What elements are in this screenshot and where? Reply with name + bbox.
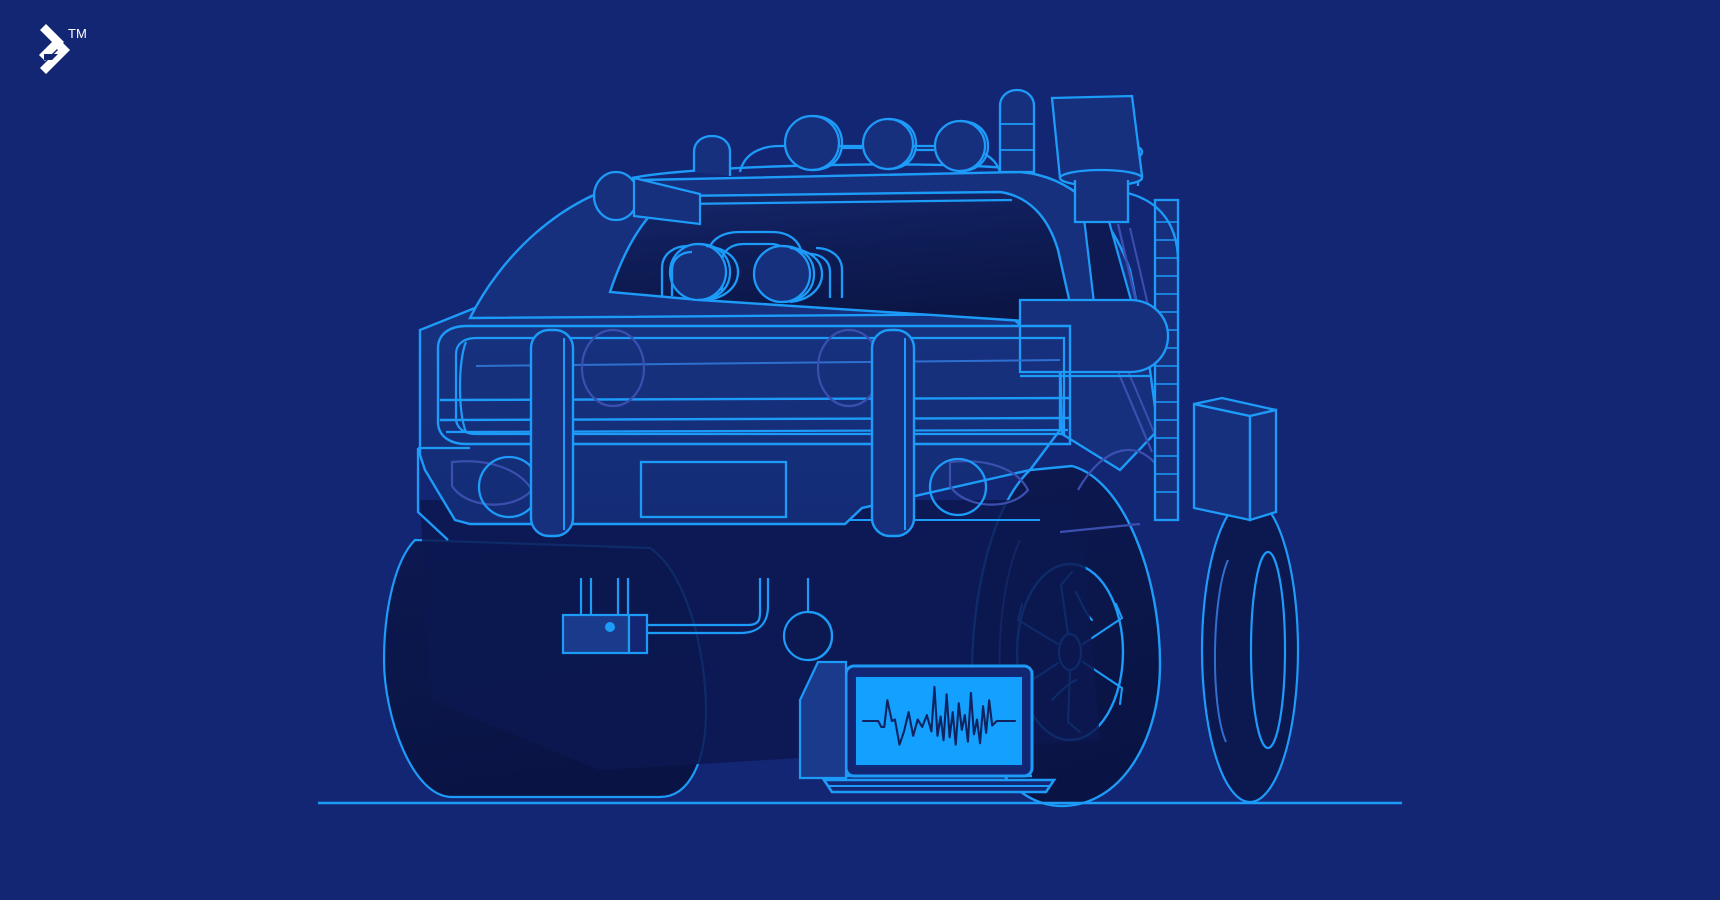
license-plate (639, 460, 788, 519)
grille (436, 324, 1072, 446)
roof-accessories (692, 88, 1144, 224)
side-storage-box (1192, 396, 1278, 522)
hood-lamp-right-bracket (809, 252, 832, 298)
grille-left-edge (458, 341, 468, 433)
roof-lamp-1-side (811, 114, 844, 172)
hood-lamp-left-bracket (670, 250, 693, 296)
undercarriage-group (561, 578, 834, 662)
undercarriage-wires (579, 578, 770, 635)
fog-light-right-housing (948, 460, 1030, 506)
fog-light-right (928, 457, 988, 517)
hood-lamp-right-side2 (789, 246, 824, 304)
hood-lamp-right (752, 244, 812, 304)
undercarriage-pendant-ball-side (807, 610, 834, 662)
roof-lamp-3 (933, 119, 987, 173)
roof-antenna (998, 88, 1036, 174)
toptal-logo[interactable]: TM (22, 16, 92, 78)
bull-bar-post-right (870, 328, 916, 538)
roof-lamp-2-side (887, 117, 918, 171)
left-mirror-head (592, 170, 640, 222)
rear-wheel-right-rim (1249, 550, 1287, 750)
bumper-left (416, 448, 449, 541)
undercarriage-sensor (561, 613, 631, 655)
front-end-group (416, 324, 1072, 541)
side-storage-box-body (1192, 402, 1252, 522)
rock-slider-step (798, 660, 848, 780)
left-mirror-arm (632, 176, 702, 226)
roof-lamp-2 (861, 117, 915, 171)
undercarriage-sensor-cap (627, 613, 649, 655)
diagnostic-laptop (821, 664, 1057, 794)
left-mirror (592, 170, 702, 226)
right-mirror (1018, 298, 1170, 378)
snorkel-duct (1153, 198, 1180, 522)
rear-wheel-right-inner (1214, 559, 1229, 743)
side-storage-box-face (1248, 408, 1278, 522)
fender-arch-right (1077, 448, 1161, 491)
bull-bar-post-left (529, 328, 575, 538)
hood-lamp-left-bracket2 (660, 244, 689, 296)
grille-inner (454, 336, 1066, 436)
roof-nub-left (692, 134, 732, 176)
windshield-top-highlight (679, 198, 1013, 206)
hood-lamp-right-bracket2 (815, 246, 844, 298)
undercarriage-sensor-led (605, 622, 615, 632)
toptal-logo-mark (39, 24, 70, 74)
trademark-symbol: TM (68, 26, 87, 41)
hood-light-pods (660, 230, 844, 304)
roof-dish-mast (1073, 180, 1130, 224)
body-side-line-right (1059, 522, 1141, 534)
roof-lamp-1 (783, 114, 841, 172)
laptop-waveform (861, 685, 1017, 746)
hood-lamp-left-side2 (705, 244, 740, 302)
headlight-left (580, 328, 646, 408)
right-mirror-housing (1018, 298, 1170, 374)
roof-dish-antenna (1050, 94, 1144, 180)
hood-lamp-left (668, 242, 728, 302)
roof-light-bar-lamps (783, 114, 990, 173)
roof-lamp-3-side (959, 119, 990, 173)
